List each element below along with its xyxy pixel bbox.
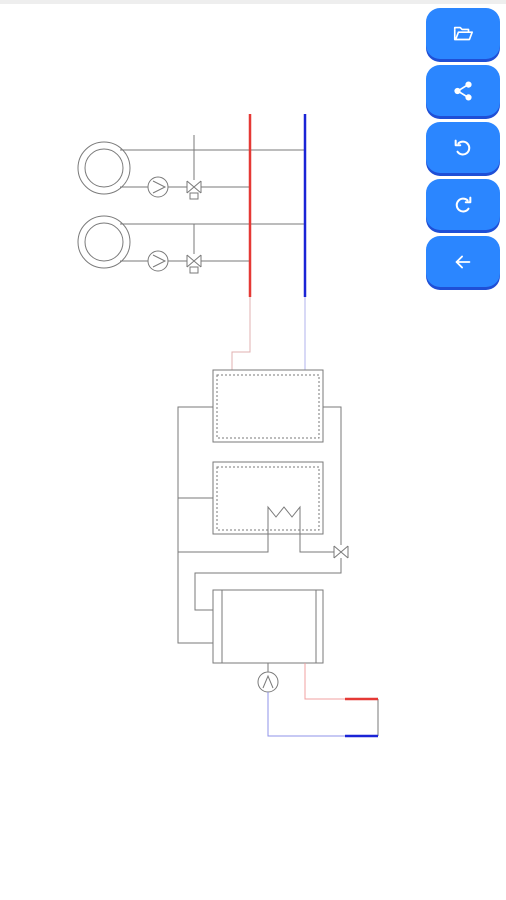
redo-icon	[455, 196, 472, 212]
status-bar	[0, 0, 506, 4]
undo-icon	[454, 139, 471, 155]
coil-supply-line	[178, 520, 269, 553]
boiler-2[interactable]	[77, 215, 131, 269]
toolbar	[426, 8, 500, 287]
pump-1[interactable]	[147, 176, 169, 198]
dhw-pump[interactable]	[257, 671, 279, 693]
return-line	[194, 558, 342, 611]
arrow-left-icon	[455, 255, 471, 268]
folder-open-icon	[453, 26, 473, 40]
hot-outlet-line	[304, 663, 345, 700]
boiler-1[interactable]	[77, 141, 131, 195]
share-button[interactable]	[426, 65, 500, 116]
share-icon	[454, 80, 472, 101]
water-cylinder[interactable]	[212, 589, 324, 664]
open-button[interactable]	[426, 8, 500, 59]
boiler-2-piping	[120, 223, 305, 262]
left-loop-line	[177, 406, 213, 644]
mixing-valve-2[interactable]	[186, 254, 202, 274]
coil-return-line	[299, 520, 334, 553]
pump-2[interactable]	[147, 250, 169, 272]
undo-button[interactable]	[426, 122, 500, 173]
hot-drop-line	[231, 297, 251, 370]
back-button[interactable]	[426, 236, 500, 287]
buffer-tank-1[interactable]	[212, 369, 324, 443]
heat-exchanger-coil[interactable]	[267, 505, 301, 520]
right-loop-line	[323, 406, 342, 545]
mixing-valve-1[interactable]	[186, 180, 202, 200]
three-way-valve[interactable]	[333, 545, 349, 559]
boiler-1-piping	[120, 135, 305, 188]
redo-button[interactable]	[426, 179, 500, 230]
cold-inlet-line	[267, 692, 345, 737]
